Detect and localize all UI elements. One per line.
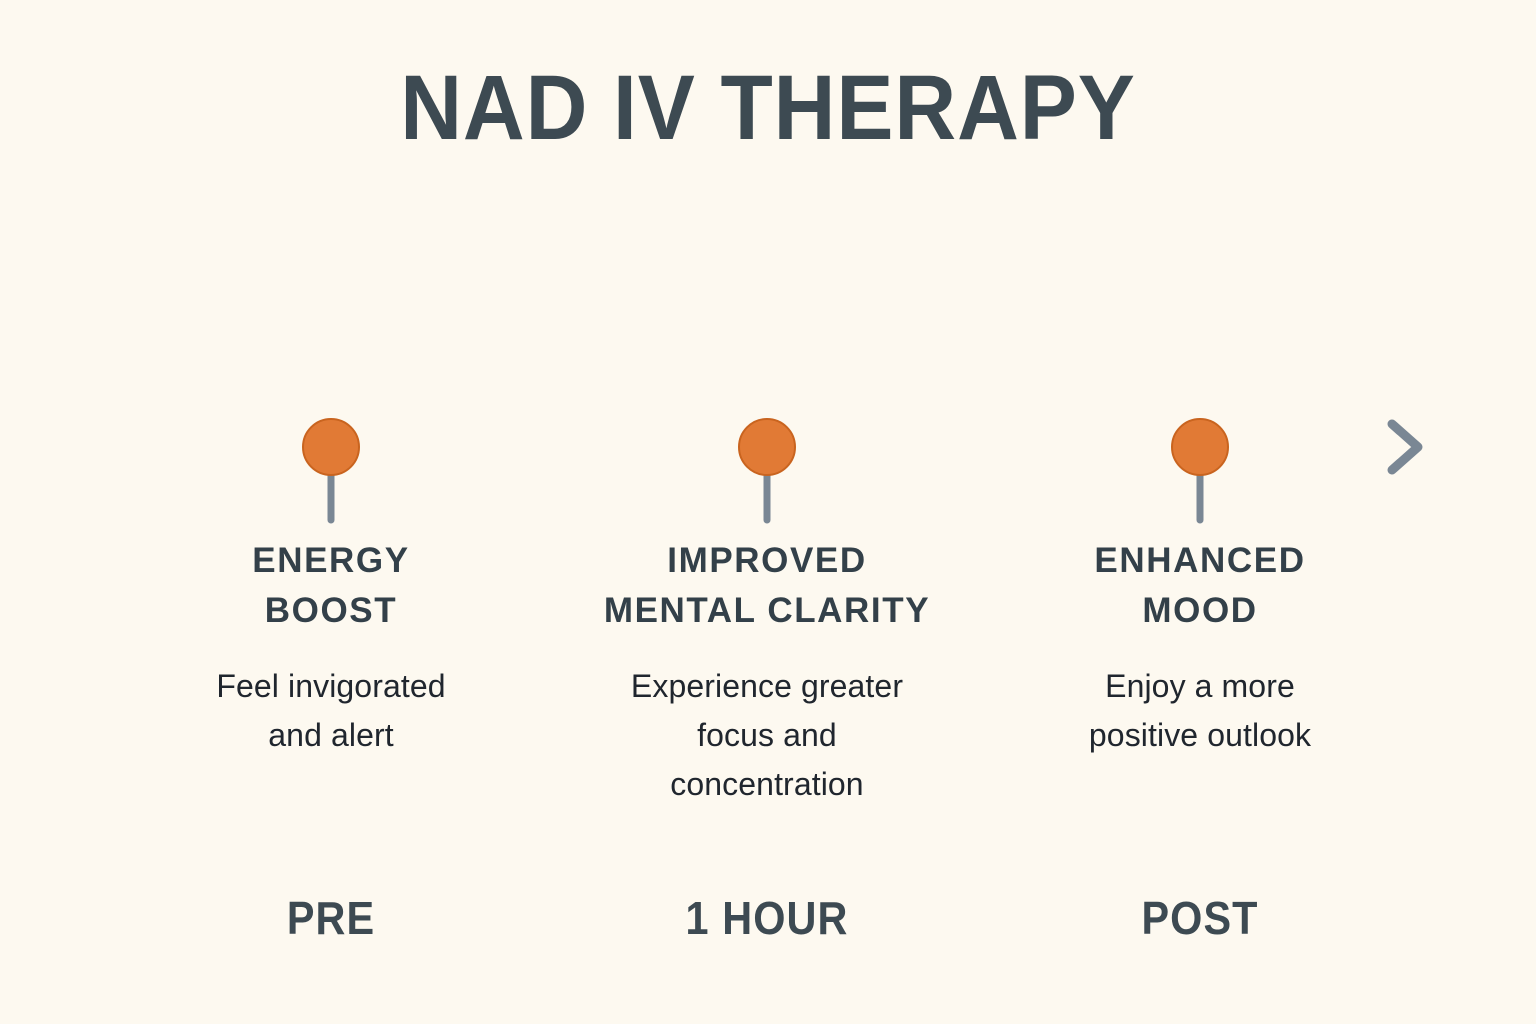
milestone-block-post: ENHANCED MOOD Enjoy a more positive outl…	[1035, 536, 1365, 760]
milestone-description: Feel invigorated and alert	[216, 668, 446, 753]
milestone-description: Experience greater focus and concentrati…	[630, 668, 904, 802]
time-label-post: POST	[1141, 892, 1259, 944]
milestone-dot-post	[1171, 418, 1229, 476]
time-label-pre: PRE	[286, 892, 376, 944]
milestone-block-one-hour: IMPROVED MENTAL CLARITY Experience great…	[587, 536, 947, 808]
milestone-block-pre: ENERGY BOOST Feel invigorated and alert	[181, 536, 481, 760]
milestone-description: Enjoy a more positive outlook	[1088, 668, 1312, 753]
milestone-heading: ENHANCED MOOD	[1094, 541, 1306, 630]
milestone-dot-pre	[302, 418, 360, 476]
milestone-heading: ENERGY BOOST	[252, 541, 410, 630]
time-label-one-hour: 1 HOUR	[685, 892, 849, 944]
timeline-arrow-icon	[1387, 419, 1423, 475]
milestone-dot-one-hour	[738, 418, 796, 476]
milestone-heading: IMPROVED MENTAL CLARITY	[603, 541, 931, 630]
page-title: NAD IV THERAPY	[400, 57, 1136, 159]
